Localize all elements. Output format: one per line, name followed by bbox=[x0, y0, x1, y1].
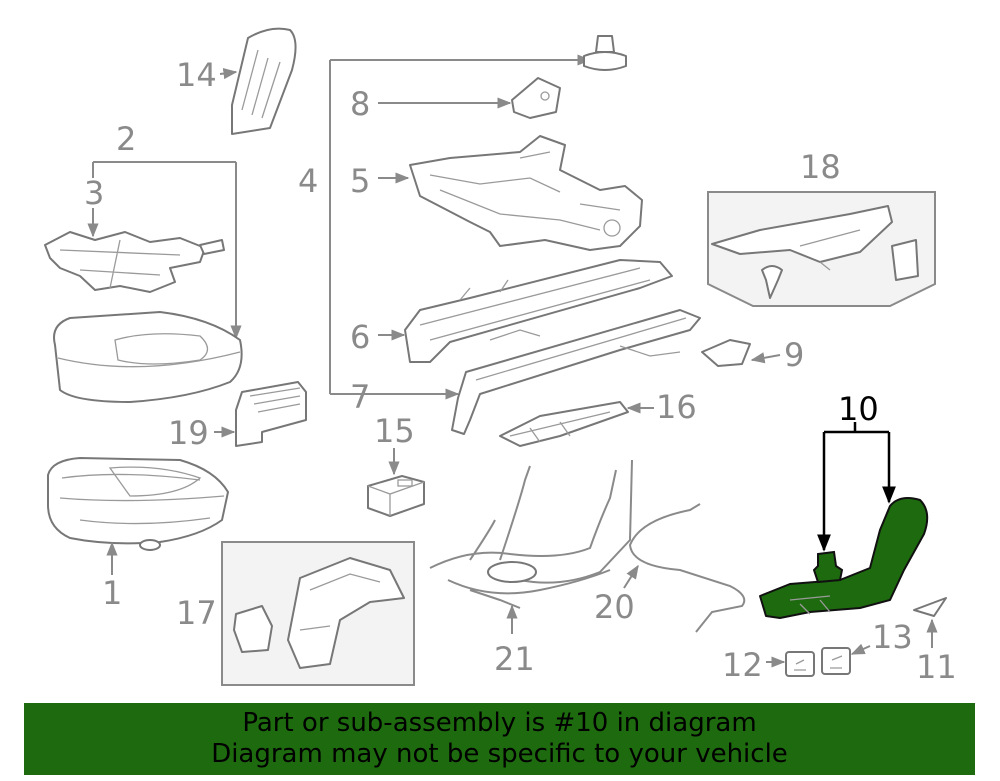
label-9: 9 bbox=[784, 336, 804, 374]
label-12: 12 bbox=[722, 646, 763, 684]
part-1-seat-cushion bbox=[47, 457, 229, 575]
part-9-clip bbox=[701, 339, 781, 367]
part-21-harness bbox=[429, 459, 633, 634]
part-12-clip bbox=[766, 651, 815, 677]
label-15: 15 bbox=[374, 412, 415, 450]
label-3: 3 bbox=[84, 174, 104, 212]
info-banner: Part or sub-assembly is #10 in diagram D… bbox=[24, 703, 975, 775]
banner-line-2: Diagram may not be specific to your vehi… bbox=[211, 739, 788, 769]
part-7-seat-track bbox=[451, 309, 701, 435]
part-6-seat-track bbox=[378, 259, 673, 363]
label-16: 16 bbox=[656, 388, 697, 426]
part-seat-cushion-cover bbox=[53, 311, 243, 403]
label-17: 17 bbox=[176, 594, 217, 632]
label-6: 6 bbox=[350, 318, 370, 356]
part-15-switch bbox=[367, 448, 425, 517]
label-2: 2 bbox=[116, 120, 136, 158]
part-5-seat-frame bbox=[378, 135, 643, 251]
part-13-clip bbox=[821, 643, 871, 675]
label-18: 18 bbox=[800, 148, 841, 186]
part-17-box bbox=[221, 541, 415, 686]
label-21: 21 bbox=[494, 640, 535, 678]
label-10: 10 bbox=[838, 390, 879, 428]
parts-diagram: 14 2 3 19 1 17 8 4 5 6 7 15 18 9 16 10 2… bbox=[44, 27, 957, 686]
part-10-highlighted-assembly bbox=[759, 422, 929, 619]
label-13: 13 bbox=[872, 618, 913, 656]
label-5: 5 bbox=[350, 162, 370, 200]
label-20: 20 bbox=[594, 588, 635, 626]
part-nut-top bbox=[583, 35, 627, 71]
part-18-box bbox=[707, 191, 936, 307]
label-1: 1 bbox=[102, 574, 122, 612]
part-11-cap bbox=[913, 597, 947, 648]
label-7: 7 bbox=[350, 378, 370, 416]
label-19: 19 bbox=[168, 414, 209, 452]
label-4: 4 bbox=[298, 162, 318, 200]
part-20-cable bbox=[623, 503, 746, 633]
part-19-bracket bbox=[214, 381, 307, 447]
banner-line-1: Part or sub-assembly is #10 in diagram bbox=[242, 708, 757, 738]
part-3-heater-mat bbox=[44, 231, 225, 293]
part-16-cover bbox=[499, 401, 654, 447]
label-11: 11 bbox=[916, 648, 957, 686]
part-8-bracket bbox=[378, 77, 561, 119]
label-8: 8 bbox=[350, 85, 370, 123]
part-14-seatback-panel bbox=[219, 27, 297, 135]
label-2-bracket bbox=[87, 161, 242, 340]
label-14: 14 bbox=[176, 56, 217, 94]
